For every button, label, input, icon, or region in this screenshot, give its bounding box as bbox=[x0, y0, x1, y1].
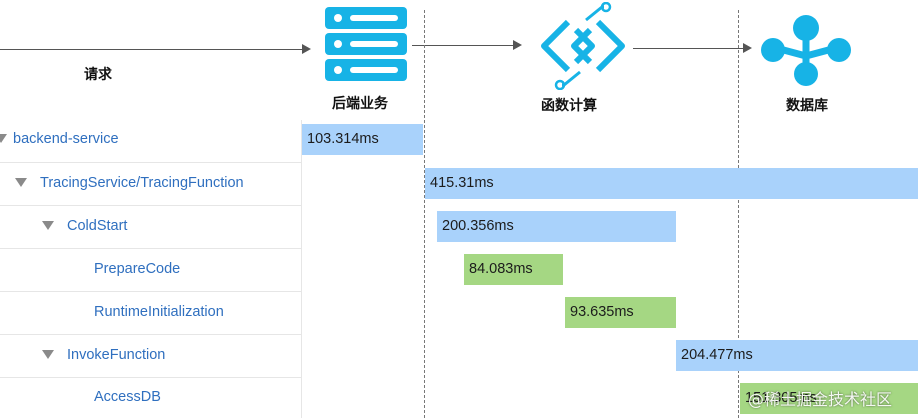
backend-to-function-arrow-head bbox=[513, 40, 522, 50]
request-arrow-line bbox=[0, 49, 302, 50]
row-divider bbox=[0, 334, 301, 335]
row-divider bbox=[0, 162, 301, 163]
span-bar-tracing-function[interactable]: 415.31ms bbox=[425, 168, 918, 199]
separator-function-db bbox=[738, 10, 739, 418]
watermark: @稀土掘金技术社区 bbox=[748, 390, 893, 409]
tree-item-access-db[interactable]: AccessDB bbox=[94, 389, 161, 405]
span-bar-cold-start[interactable]: 200.356ms bbox=[437, 211, 676, 242]
function-compute-icon bbox=[538, 1, 628, 95]
database-label: 数据库 bbox=[786, 98, 828, 114]
span-bar-backend-service[interactable]: 103.314ms bbox=[302, 124, 423, 155]
function-to-db-arrow-line bbox=[633, 48, 744, 49]
tree-panel-divider bbox=[301, 120, 302, 418]
function-compute-label: 函数计算 bbox=[541, 98, 597, 114]
function-to-db-arrow-head bbox=[743, 43, 752, 53]
expand-toggle-icon[interactable] bbox=[15, 178, 27, 187]
request-label: 请求 bbox=[84, 67, 112, 83]
row-divider bbox=[0, 205, 301, 206]
expand-toggle-icon[interactable] bbox=[42, 221, 54, 230]
backend-label: 后端业务 bbox=[332, 96, 388, 112]
span-bar-prepare-code[interactable]: 84.083ms bbox=[464, 254, 563, 285]
tree-item-invoke-function[interactable]: InvokeFunction bbox=[67, 347, 166, 363]
span-bar-runtime-initialization[interactable]: 93.635ms bbox=[565, 297, 676, 328]
row-divider bbox=[0, 377, 301, 378]
expand-toggle-icon[interactable] bbox=[0, 134, 7, 143]
expand-toggle-icon[interactable] bbox=[42, 350, 54, 359]
span-bar-access-db[interactable]: 151.305ms bbox=[740, 383, 918, 414]
row-divider bbox=[0, 248, 301, 249]
backend-to-function-arrow-line bbox=[412, 45, 514, 46]
tree-item-cold-start[interactable]: ColdStart bbox=[67, 218, 128, 234]
tree-item-tracing-function[interactable]: TracingService/TracingFunction bbox=[40, 175, 244, 191]
row-divider bbox=[0, 291, 301, 292]
tree-item-runtime-initialization[interactable]: RuntimeInitialization bbox=[94, 304, 224, 320]
separator-backend-function bbox=[424, 10, 425, 418]
database-icon bbox=[760, 14, 852, 93]
request-arrow-head bbox=[302, 44, 311, 54]
tree-item-backend-service[interactable]: backend-service bbox=[13, 131, 119, 147]
tree-item-prepare-code[interactable]: PrepareCode bbox=[94, 261, 181, 277]
server-icon bbox=[324, 6, 408, 87]
span-bar-invoke-function[interactable]: 204.477ms bbox=[676, 340, 918, 371]
